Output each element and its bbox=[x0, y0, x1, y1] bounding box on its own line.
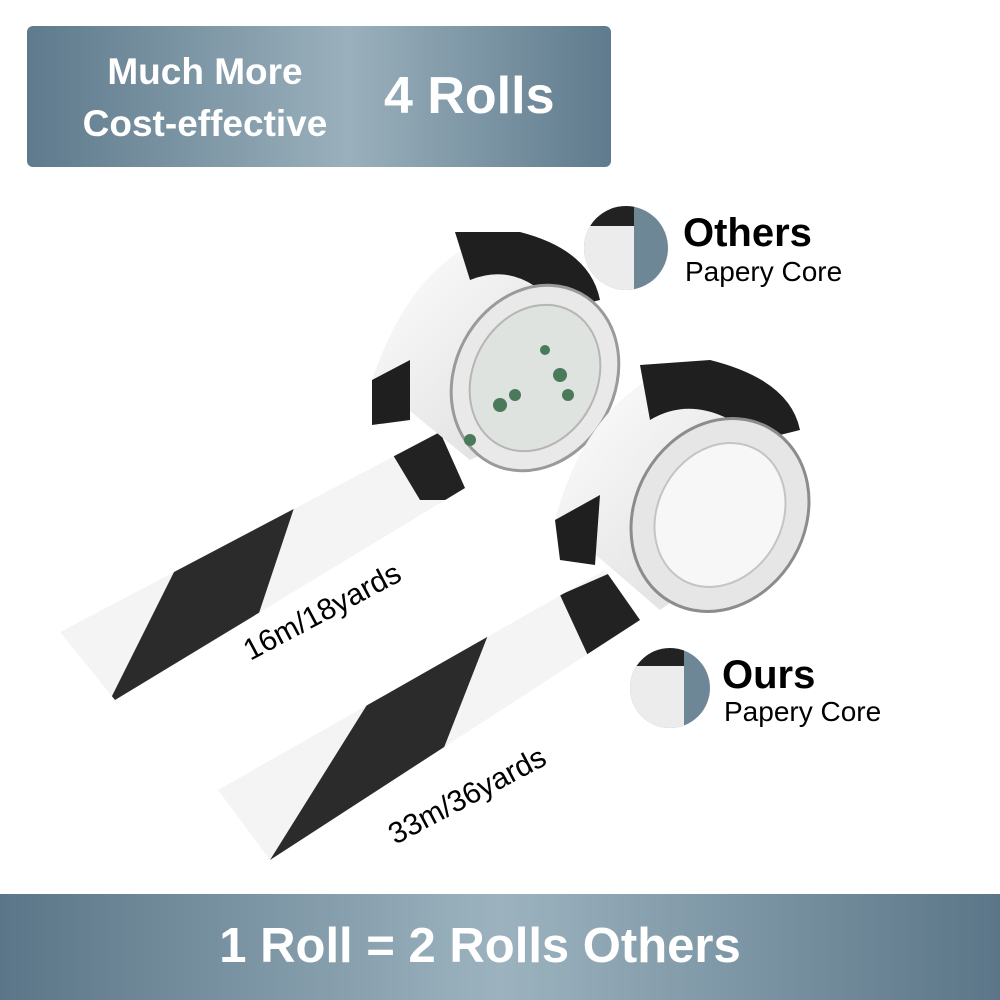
top-banner: Much More Cost-effective 4 Rolls bbox=[27, 26, 611, 167]
tape-rolls-illustration bbox=[60, 206, 811, 860]
core-closeup-ours-icon bbox=[630, 648, 710, 728]
core-closeup-others-icon bbox=[584, 206, 668, 290]
tape-roll-ours-image bbox=[218, 360, 811, 860]
tape-roll-others-image bbox=[60, 232, 621, 700]
tagline-line1: Much More bbox=[107, 51, 303, 92]
roll-count: 4 Rolls bbox=[384, 67, 555, 125]
bottom-banner: 1 Roll = 2 Rolls Others bbox=[0, 894, 1000, 1000]
ours-title: Ours bbox=[722, 653, 816, 697]
tagline-line2: Cost-effective bbox=[82, 103, 328, 144]
ours-subtitle: Papery Core bbox=[724, 696, 882, 727]
others-title: Others bbox=[683, 211, 812, 255]
others-subtitle: Papery Core bbox=[685, 256, 843, 287]
comparison-statement: 1 Roll = 2 Rolls Others bbox=[219, 919, 741, 973]
tagline: Much More Cost-effective bbox=[55, 46, 355, 150]
